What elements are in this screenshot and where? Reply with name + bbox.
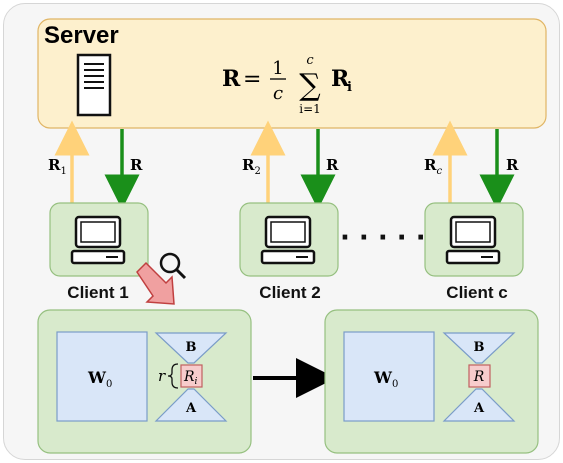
server-title: Server <box>44 22 119 49</box>
formula-term-sub: i <box>347 80 352 95</box>
right-b-label: B <box>474 340 485 355</box>
magnifier-icon <box>159 252 187 280</box>
left-center-label: R <box>183 369 195 385</box>
svg-text:=: = <box>243 67 261 92</box>
right-a-label: A <box>473 401 485 416</box>
computer-icon <box>260 215 316 265</box>
clients-ellipsis: · · · · · <box>340 223 426 253</box>
formula-term: R <box>331 66 350 92</box>
right-b-trapezoid <box>442 332 516 364</box>
client-label-1: Client 1 <box>67 283 129 302</box>
formula-frac-den: c <box>273 83 283 104</box>
right-a-trapezoid <box>442 388 516 422</box>
upload-label-2: R2 <box>242 156 261 177</box>
download-label-1: R <box>130 156 143 174</box>
svg-text:Ri: Ri <box>183 369 198 387</box>
formula-sum-upper: c <box>306 53 314 68</box>
left-a-label: A <box>185 401 197 416</box>
download-label-2: R <box>326 156 339 174</box>
aggregation-formula: R = 1 c c ∑ i=1 R i <box>222 53 352 116</box>
client-label-2: Client 2 <box>259 283 321 302</box>
server-box <box>37 18 547 129</box>
right-weight-block <box>343 331 435 422</box>
left-weight-label: W <box>87 368 107 387</box>
server-icon <box>76 53 112 117</box>
rank-label: r <box>158 367 166 385</box>
computer-icon <box>70 215 126 265</box>
upload-label-c: Rc <box>424 156 442 177</box>
formula-sum-lower: i=1 <box>299 102 321 116</box>
right-center-label: R <box>473 369 485 385</box>
upload-label-1: R1 <box>48 156 67 177</box>
formula-lhs: R <box>222 66 241 92</box>
left-b-trapezoid <box>154 332 228 364</box>
left-b-label: B <box>186 340 197 355</box>
left-a-trapezoid <box>154 388 228 422</box>
zoom-arrow <box>136 261 175 305</box>
svg-text:W0: W0 <box>87 368 112 390</box>
right-weight-label: W <box>373 368 393 387</box>
formula-frac-num: 1 <box>272 58 283 79</box>
download-label-c: R <box>506 156 519 174</box>
svg-text:W0: W0 <box>373 368 398 390</box>
rank-brace <box>167 363 179 389</box>
computer-icon <box>445 215 501 265</box>
left-weight-block <box>56 331 148 422</box>
client-label-c: Client c <box>446 283 508 302</box>
left-center-block <box>180 364 203 388</box>
right-center-block <box>468 364 491 388</box>
svg-text:∑: ∑ <box>299 68 321 103</box>
